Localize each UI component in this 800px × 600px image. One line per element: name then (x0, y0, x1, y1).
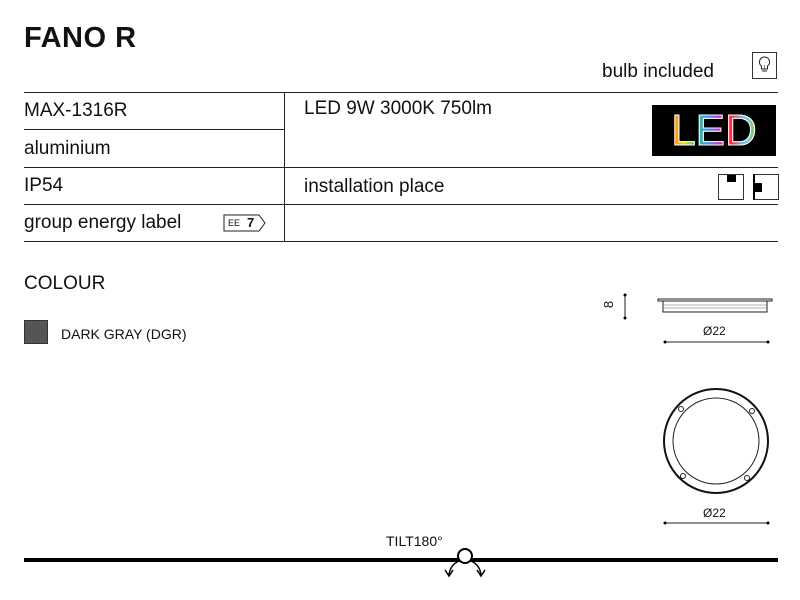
light-source: LED 9W 3000K 750lm (304, 98, 492, 119)
ceiling-mount-icon (718, 174, 744, 200)
top-diameter-dimension: Ø22 (703, 506, 726, 520)
led-logo: LED (652, 105, 776, 156)
colour-name: DARK GRAY (DGR) (61, 326, 187, 342)
top-view-drawing (663, 388, 770, 525)
tilt-icon (444, 548, 486, 578)
energy-badge: EE 7 (223, 214, 267, 232)
led-logo-text: LED (671, 106, 758, 156)
side-view-drawing (623, 293, 773, 344)
energy-label-text: group energy label (24, 212, 182, 233)
side-diameter-dimension: Ø22 (703, 324, 726, 338)
lightbulb-icon (752, 52, 777, 79)
product-code: MAX-1316R (24, 100, 128, 121)
energy-badge-prefix: EE (228, 218, 241, 228)
installation-place-label: installation place (304, 176, 445, 197)
bulb-included-label: bulb included (602, 61, 714, 82)
ip-rating: IP54 (24, 175, 64, 196)
height-dimension: 8 (601, 300, 617, 309)
colour-heading: COLOUR (24, 273, 106, 294)
energy-badge-value: 7 (247, 215, 255, 230)
page-title: FANO R (24, 22, 137, 54)
material: aluminium (24, 138, 111, 159)
wall-mount-icon (753, 174, 779, 200)
colour-swatch[interactable] (24, 320, 48, 344)
tilt-label: TILT180° (386, 533, 443, 549)
